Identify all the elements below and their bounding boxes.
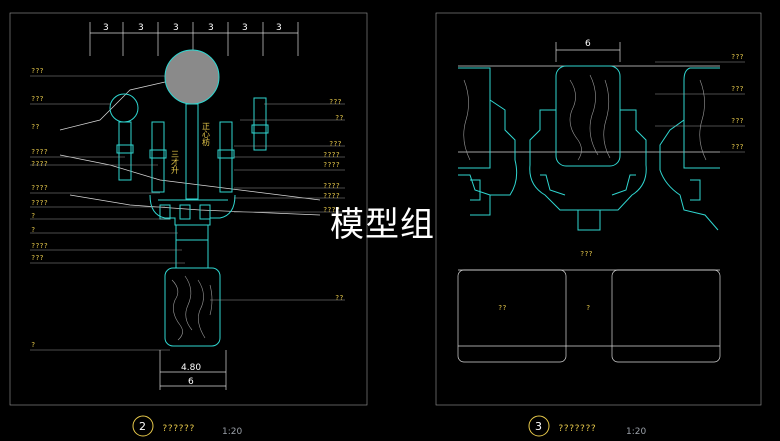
right-lower-box-left: [457, 269, 567, 363]
dim-top-4: 3: [208, 23, 214, 33]
right-view-label-2: ???: [731, 85, 744, 93]
left-label-10: ????: [31, 242, 48, 250]
dim-top-5: 3: [242, 23, 248, 33]
left-label-5: ????: [31, 160, 48, 168]
right-beam-left: [458, 67, 491, 169]
right-label-2: ??: [335, 114, 343, 122]
right-beam-right: [683, 67, 720, 169]
dim-top-2: 3: [138, 23, 144, 33]
right-label-1: ???: [329, 98, 342, 106]
left-label-1: ???: [31, 67, 44, 75]
right-leader-lines: [210, 103, 345, 301]
right-view-label-3: ???: [731, 117, 744, 125]
right-label-5: ????: [323, 161, 340, 169]
right-lower-box-right: [611, 269, 721, 363]
left-label-7: ????: [31, 199, 48, 207]
left-label-12: ?: [31, 341, 35, 349]
dim-top-6: 3: [276, 23, 282, 33]
dim-bottom-inner: 4.80: [181, 363, 201, 373]
detail-number-circle-2: [132, 415, 154, 437]
left-top-dimension-chain: 3 3 3 3 3 3: [89, 22, 299, 56]
left-label-4: ????: [31, 148, 48, 156]
right-view-label-4: ???: [731, 143, 744, 151]
purlin-large-circle: [164, 49, 220, 105]
right-beam-center: [555, 65, 621, 167]
right-label-9: ??: [335, 294, 343, 302]
right-label-7: ????: [323, 192, 340, 200]
dim-top-1: 3: [103, 23, 109, 33]
column-wood-grain: [171, 275, 213, 341]
right-view-label-box-mid: ?: [586, 304, 590, 312]
right-labels: ??? ?? ??? ???? ???? ???? ???? ???? ??: [323, 98, 343, 302]
left-label-9: ?: [31, 226, 35, 234]
bracket-set: [149, 194, 236, 347]
right-drawing-frame: [435, 12, 762, 406]
left-label-6: ????: [31, 184, 48, 192]
right-label-8: ????: [323, 206, 340, 214]
detail-title-2: ??????: [162, 424, 195, 434]
vertical-text-sancai: 三才升: [171, 150, 180, 175]
left-labels: ??? ??? ?? ???? ???? ???? ???? ? ? ???? …: [31, 67, 48, 349]
roof-slope-lines: [59, 81, 321, 216]
left-label-2: ???: [31, 95, 44, 103]
detail-scale-2: 1:20: [222, 427, 242, 437]
detail-number-3: 3: [535, 420, 542, 433]
right-label-6: ????: [323, 182, 340, 190]
right-view-label-1: ???: [731, 53, 744, 61]
watermark-text: 模型组: [330, 205, 435, 245]
dim-bottom-outer: 6: [188, 377, 194, 387]
right-dim-top: 6: [585, 39, 591, 49]
detail-number-2: 2: [139, 420, 146, 433]
right-bracket-sets: [458, 99, 719, 231]
right-top-dimension: 6: [555, 39, 621, 62]
column-section: [164, 267, 221, 347]
bracket-posts: [116, 97, 269, 200]
right-view-leaders: [655, 61, 745, 153]
detail-scale-3: 1:20: [626, 427, 646, 437]
vertical-text-zhengxin: 正心枋: [202, 122, 211, 147]
dim-top-3: 3: [173, 23, 179, 33]
right-label-4: ????: [323, 151, 340, 159]
left-drawing-frame: [9, 12, 368, 406]
left-bottom-dimensions: 4.80 6: [159, 350, 227, 390]
left-leader-lines: [30, 75, 185, 351]
left-label-11: ???: [31, 254, 44, 262]
left-label-8: ?: [31, 212, 35, 220]
detail-number-circle-3: [528, 415, 550, 437]
left-label-3: ??: [31, 123, 39, 131]
right-grain: [463, 74, 707, 161]
right-view-label-box-left: ??: [498, 304, 506, 312]
right-label-3: ???: [329, 140, 342, 148]
detail-title-3: ???????: [558, 424, 596, 434]
right-view-label-mid: ???: [580, 250, 593, 258]
purlin-small-circle: [109, 93, 139, 123]
